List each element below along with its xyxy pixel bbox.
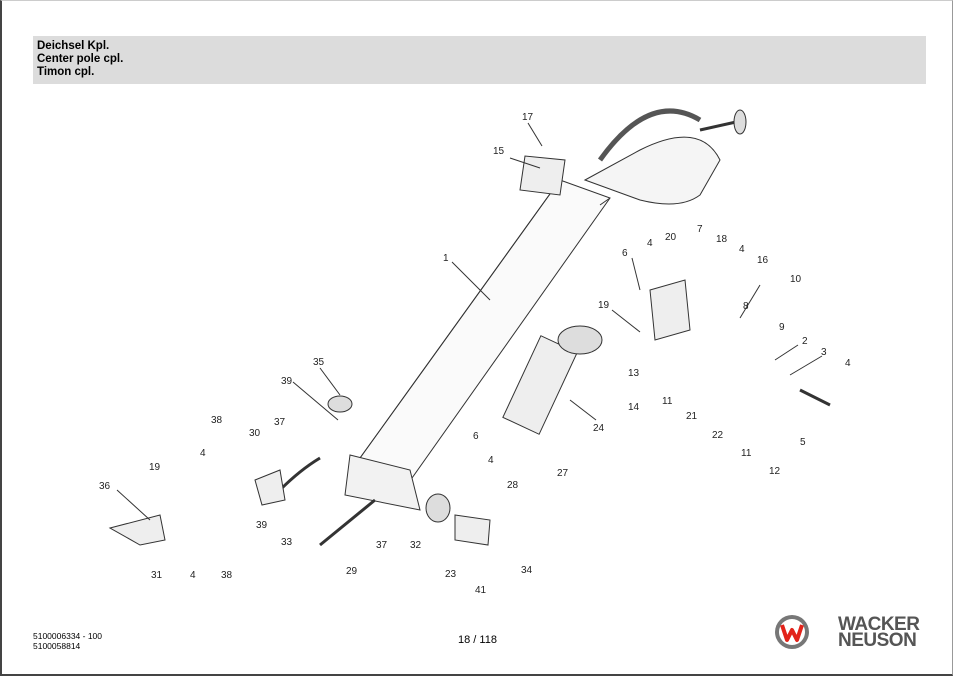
exploded-parts-drawing: 17 15 1 6 4 20 7 18 4 16 10 19 8 9 2 3 4… bbox=[99, 108, 851, 596]
doc-number-primary: 5100006334 - 100 bbox=[33, 631, 103, 641]
flange-23 bbox=[454, 514, 491, 546]
callout-11: 11 bbox=[662, 396, 673, 407]
callout-21: 21 bbox=[686, 411, 698, 422]
callout-19: 19 bbox=[598, 300, 610, 311]
title-bar: Deichsel Kpl. Center pole cpl. Timon cpl… bbox=[33, 36, 926, 84]
plate-31 bbox=[108, 514, 166, 546]
wacker-neuson-w-logo-icon bbox=[775, 615, 809, 649]
brand-name-line2: NEUSON bbox=[838, 630, 917, 651]
title-spanish: Timon cpl. bbox=[37, 66, 95, 78]
callout-13: 13 bbox=[628, 368, 640, 379]
callout-31: 31 bbox=[151, 570, 163, 581]
callout-4: 4 bbox=[200, 448, 206, 459]
callout-6: 6 bbox=[622, 248, 628, 259]
callout-28: 28 bbox=[507, 480, 519, 491]
callout-16: 16 bbox=[757, 255, 769, 266]
callout-4: 4 bbox=[845, 358, 851, 369]
callout-5: 5 bbox=[800, 437, 806, 448]
callout-35: 35 bbox=[313, 357, 325, 368]
bracket-30 bbox=[254, 469, 286, 506]
callout-8: 8 bbox=[743, 301, 749, 312]
callout-1: 1 bbox=[443, 253, 449, 264]
callout-11: 11 bbox=[741, 448, 752, 459]
callout-6: 6 bbox=[473, 431, 479, 442]
plate-15 bbox=[519, 155, 566, 196]
callout-4: 4 bbox=[488, 455, 494, 466]
doc-number-secondary: 5100058814 bbox=[33, 641, 81, 651]
title-german: Deichsel Kpl. bbox=[37, 40, 110, 52]
callout-32: 32 bbox=[410, 540, 422, 551]
callout-27: 27 bbox=[557, 468, 569, 479]
callout-18: 18 bbox=[716, 234, 728, 245]
callout-12: 12 bbox=[769, 466, 781, 477]
callout-4: 4 bbox=[190, 570, 196, 581]
callout-20: 20 bbox=[665, 232, 677, 243]
callout-2: 2 bbox=[802, 336, 808, 347]
callout-33: 33 bbox=[281, 537, 293, 548]
callout-29: 29 bbox=[346, 566, 358, 577]
callout-17: 17 bbox=[522, 112, 534, 123]
callout-30: 30 bbox=[249, 428, 261, 439]
callout-39: 39 bbox=[256, 520, 268, 531]
brand-name-line1: WACKER bbox=[838, 614, 920, 635]
callout-4: 4 bbox=[739, 244, 745, 255]
page-number: 18 / 118 bbox=[458, 634, 497, 646]
callout-23: 23 bbox=[445, 569, 457, 580]
callout-4: 4 bbox=[647, 238, 653, 249]
callout-19: 19 bbox=[149, 462, 161, 473]
callout-14: 14 bbox=[628, 402, 640, 413]
pole-base bbox=[344, 454, 421, 511]
callout-22: 22 bbox=[712, 430, 724, 441]
callout-10: 10 bbox=[790, 274, 802, 285]
callout-7: 7 bbox=[697, 224, 703, 235]
callout-39: 39 bbox=[281, 376, 293, 387]
callout-3: 3 bbox=[821, 347, 827, 358]
callout-38: 38 bbox=[211, 415, 223, 426]
callout-36: 36 bbox=[99, 481, 111, 492]
callout-37: 37 bbox=[376, 540, 388, 551]
handle-bar bbox=[583, 136, 721, 205]
title-english: Center pole cpl. bbox=[37, 53, 124, 65]
callout-41: 41 bbox=[475, 585, 487, 596]
callout-38: 38 bbox=[221, 570, 233, 581]
callout-24: 24 bbox=[593, 423, 605, 434]
callout-9: 9 bbox=[779, 322, 785, 333]
bracket-20 bbox=[649, 279, 691, 341]
callout-37: 37 bbox=[274, 417, 286, 428]
callout-15: 15 bbox=[493, 146, 505, 157]
callout-34: 34 bbox=[521, 565, 533, 576]
